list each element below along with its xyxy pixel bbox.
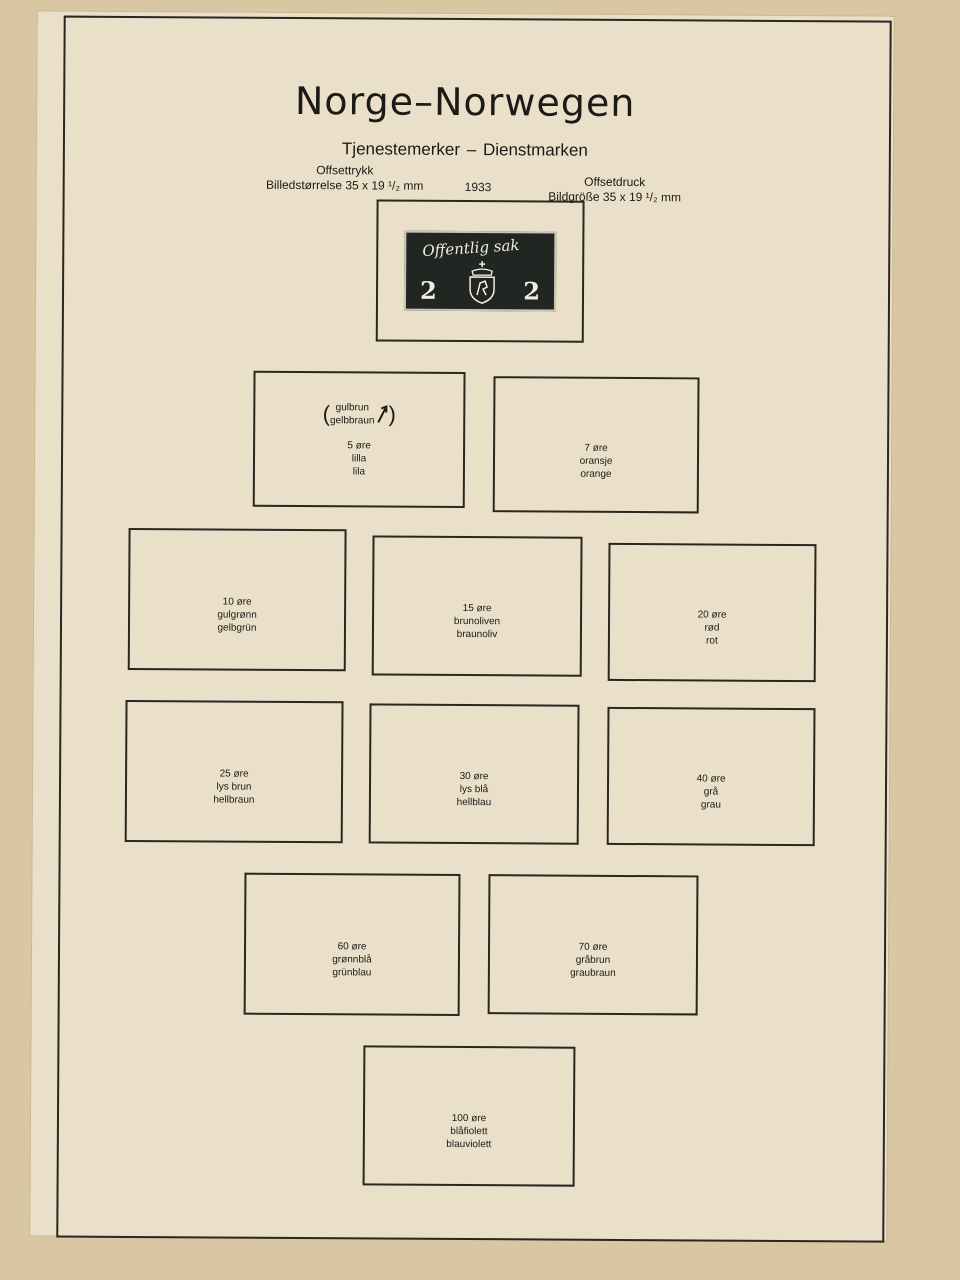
slot-value: 100 øre xyxy=(451,1112,487,1124)
stamp-slot-70-ore: 70 øre gråbrun graubraun xyxy=(487,874,699,1016)
print-method-no: Offsettrykk xyxy=(316,163,374,178)
slot-label: 25 øre lys brun hellbraun xyxy=(213,767,254,806)
variety-color-no: gulbrun xyxy=(335,401,370,413)
slot-color-de: grünblau xyxy=(332,966,372,978)
print-method-de: Offsetdruck xyxy=(584,174,646,190)
slot-value: 30 øre xyxy=(459,770,489,782)
subtitle-german: Dienstmarken xyxy=(482,140,588,160)
stamp-mount: Offentlig sak 2 2 xyxy=(375,199,585,343)
stamp-slot-25-ore: 25 øre lys brun hellbraun xyxy=(124,699,344,844)
slot-label: 60 øre grønnblå grünblau xyxy=(332,940,372,979)
stamp-slot-20-ore: 20 øre rød rot xyxy=(607,542,817,683)
stamp-slot-40-ore: 40 øre grå grau xyxy=(606,706,816,847)
stamp-2-ore: Offentlig sak 2 2 xyxy=(403,230,557,312)
slot-color-de: orange xyxy=(580,468,612,480)
stamp-inscription: Offentlig sak xyxy=(421,235,520,261)
slot-color-de: grau xyxy=(700,798,721,811)
slot-value: 60 øre xyxy=(337,940,367,952)
variety-label: gulbrun gelbbraun xyxy=(330,401,375,427)
issue-year: 1933 xyxy=(464,180,492,195)
print-info-norwegian: Offsettrykk Billedstørrelse 35 x 19 ¹/₂ … xyxy=(245,163,445,194)
slot-label: 70 øre gråbrun graubraun xyxy=(570,940,616,979)
slot-color-no: brunoliven xyxy=(453,615,501,627)
slot-label: 30 øre lys blå hellblau xyxy=(457,769,492,808)
slot-label: 100 øre blåfiolett blauviolett xyxy=(446,1111,491,1150)
stamp-slot-30-ore: 30 øre lys blå hellblau xyxy=(368,703,580,845)
slot-color-no: grønnblå xyxy=(332,953,372,965)
stamp-value-left: 2 xyxy=(419,275,437,305)
slot-label: 15 øre brunoliven braunoliv xyxy=(454,601,500,640)
slot-color-de: hellbraun xyxy=(213,793,255,806)
slot-value: 10 øre xyxy=(222,596,252,608)
stamp-slot-10-ore: 10 øre gulgrønn gelbgrün xyxy=(127,527,347,672)
slot-color-de: blauviolett xyxy=(446,1138,492,1150)
stamp-slot-7-ore: 7 øre oransje orange xyxy=(492,376,700,514)
slot-value: 25 øre xyxy=(219,768,249,780)
stamp-slot-15-ore: 15 øre brunoliven braunoliv xyxy=(371,535,583,677)
slot-color-no: oransje xyxy=(579,455,613,467)
slot-color-de: braunoliv xyxy=(456,628,498,640)
slot-value: 5 øre xyxy=(347,439,371,451)
page-title: Norge–Norwegen xyxy=(294,78,636,126)
slot-label: 20 øre rød rot xyxy=(697,608,727,647)
slot-color-de: graubraun xyxy=(570,967,616,979)
slot-value: 40 øre xyxy=(696,772,726,785)
slot-value: 15 øre xyxy=(462,602,492,614)
image-size-no: Billedstørrelse 35 x 19 ¹/₂ mm xyxy=(265,177,424,193)
subtitle-norwegian: Tjenestemerker xyxy=(341,139,461,159)
slot-label: 40 øre grå grau xyxy=(696,772,726,811)
slot-color-no: rød xyxy=(704,621,720,634)
slot-value: 20 øre xyxy=(697,608,727,621)
album-page: Norge–Norwegen Tjenestemerker – Dienstma… xyxy=(30,11,894,1243)
stamp-slot-60-ore: 60 øre grønnblå grünblau xyxy=(243,872,461,1016)
slot-color-no: gråbrun xyxy=(575,954,611,966)
slot-color-de: gelbgrün xyxy=(217,622,257,634)
slot-color-de: rot xyxy=(706,634,718,647)
slot-color-no: grå xyxy=(703,785,719,798)
slot-color-no: lilla xyxy=(351,452,367,464)
coat-of-arms-icon xyxy=(469,261,495,304)
stamp-value-right: 2 xyxy=(523,276,541,306)
slot-color-de: lila xyxy=(352,465,366,477)
variety-note: ( gulbrun gelbbraun ) xyxy=(323,401,396,427)
slot-color-no: gulgrønn xyxy=(217,609,257,621)
slot-color-no: blåfiolett xyxy=(450,1125,488,1137)
slot-color-no: lys brun xyxy=(216,781,252,793)
subtitle-dash: – xyxy=(466,140,477,160)
arrow-icon xyxy=(377,404,388,423)
slot-color-de: hellblau xyxy=(456,796,492,808)
stamp-slot-5-ore: ( gulbrun gelbbraun ) 5 øre lilla lila xyxy=(252,370,466,509)
stamp-slot-100-ore: 100 øre blåfiolett blauviolett xyxy=(362,1045,576,1187)
slot-value: 70 øre xyxy=(578,941,608,953)
slot-label: 7 øre oransje orange xyxy=(579,441,613,480)
slot-label: 5 øre lilla lila xyxy=(347,439,371,478)
variety-color-de: gelbbraun xyxy=(329,414,375,426)
slot-color-no: lys blå xyxy=(459,783,489,795)
variety-close-paren: ) xyxy=(388,401,396,427)
slot-value: 7 øre xyxy=(584,442,608,454)
slot-label: 10 øre gulgrønn gelbgrün xyxy=(217,595,257,634)
